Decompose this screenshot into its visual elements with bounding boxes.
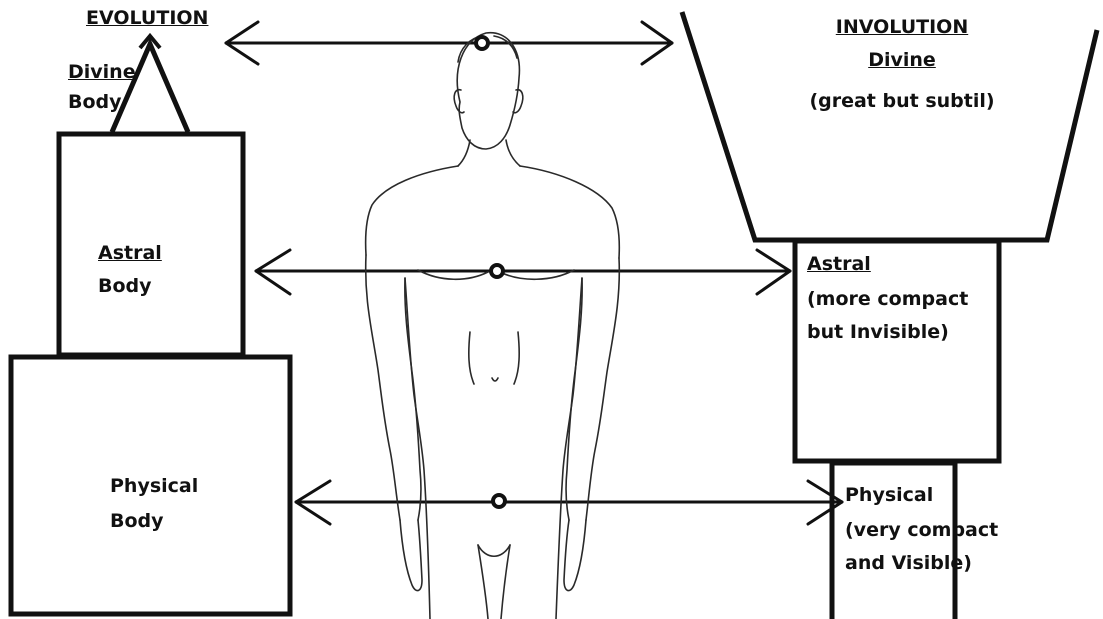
- divine-body-sub: Body: [68, 89, 122, 116]
- evolution-heading: EVOLUTION: [86, 5, 208, 32]
- leg-inner-right: [501, 545, 510, 619]
- physical-body-title: Physical: [110, 473, 198, 500]
- astral-body-title: Astral: [98, 240, 162, 267]
- neck-right: [506, 140, 520, 166]
- crotch: [478, 545, 510, 556]
- physical-body-sub: Body: [110, 508, 164, 535]
- heart-point: [491, 265, 503, 277]
- head-outline: [457, 33, 519, 149]
- navel: [492, 378, 498, 381]
- abdomen-right: [514, 332, 519, 384]
- astral-body-sub: Body: [98, 273, 152, 300]
- involution-astral-note-2: but Invisible): [807, 319, 949, 346]
- divine-body-triangle: [112, 44, 188, 132]
- right-arm-outer: [586, 258, 619, 520]
- involution-physical-title: Physical: [845, 482, 933, 509]
- left-shoulder: [366, 166, 458, 255]
- right-shoulder: [520, 166, 619, 258]
- involution-physical-note-1: (very compact: [845, 517, 998, 544]
- human-figure: [366, 33, 620, 619]
- involution-heading: INVOLUTION: [802, 14, 1002, 41]
- left-hand: [400, 520, 422, 591]
- left-arm-outer: [366, 255, 400, 520]
- crown-point: [476, 37, 488, 49]
- torso-left: [405, 278, 430, 619]
- involution-divine-note: (great but subtil): [780, 88, 1024, 115]
- abdomen-left: [469, 332, 474, 384]
- arrows: [226, 22, 842, 524]
- root-point: [493, 495, 505, 507]
- neck-left: [458, 140, 470, 166]
- involution-astral-note-1: (more compact: [807, 286, 968, 313]
- divine-body-title: Divine: [68, 59, 136, 86]
- involution-astral-title: Astral: [807, 251, 871, 278]
- involution-physical-note-2: and Visible): [845, 550, 972, 577]
- leg-inner-left: [478, 545, 488, 619]
- involution-divine-title: Divine: [802, 47, 1002, 74]
- right-hand: [564, 520, 586, 591]
